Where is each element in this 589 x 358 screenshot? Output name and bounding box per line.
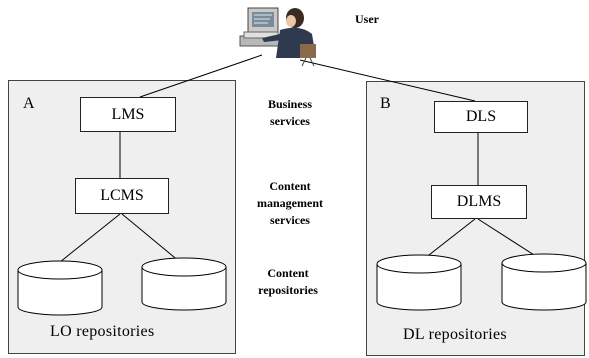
panel-a-letter: A bbox=[23, 95, 35, 112]
database-cylinder-icon bbox=[141, 257, 227, 311]
user-at-computer-icon bbox=[239, 7, 316, 67]
user-to-lms-connector bbox=[139, 54, 263, 98]
content-management-services-label: Content management services bbox=[257, 179, 323, 227]
panel-b-letter: B bbox=[380, 95, 391, 112]
dl-repositories-caption: DL repositories bbox=[403, 326, 507, 343]
lcms-box: LCMS bbox=[75, 178, 169, 214]
database-cylinder-icon bbox=[17, 260, 103, 316]
user-to-dls-connector bbox=[299, 59, 476, 102]
business-services-label: Business services bbox=[267, 97, 313, 128]
lcms-to-repo1-connector bbox=[59, 213, 121, 263]
user-label: User bbox=[355, 12, 379, 26]
lms-box: LMS bbox=[80, 97, 176, 132]
dls-box: DLS bbox=[434, 101, 528, 133]
lo-repositories-caption: LO repositories bbox=[50, 323, 155, 340]
database-cylinder-icon bbox=[376, 254, 462, 311]
database-cylinder-icon bbox=[501, 253, 587, 311]
lcms-to-repo2-connector bbox=[121, 213, 181, 263]
dlms-box: DLMS bbox=[431, 185, 527, 219]
content-repositories-label: Content repositories bbox=[258, 266, 318, 297]
